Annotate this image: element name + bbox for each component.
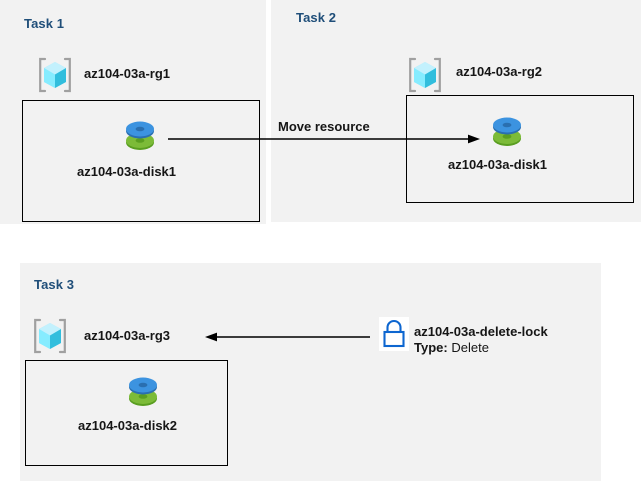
task1-disk-label: az104-03a-disk1 bbox=[77, 164, 177, 179]
task1-heading: Task 1 bbox=[24, 16, 65, 31]
task1-resource-box bbox=[22, 100, 260, 222]
task2-heading: Task 2 bbox=[296, 10, 337, 25]
task2-disk-label: az104-03a-disk1 bbox=[448, 157, 548, 172]
delete-lock-type-value: Delete bbox=[451, 340, 489, 355]
delete-lock-type: Type: Delete bbox=[414, 340, 489, 355]
task2-resource-group-label: az104-03a-rg2 bbox=[456, 64, 542, 79]
move-resource-arrow bbox=[168, 130, 480, 148]
task3-resource-group-label: az104-03a-rg3 bbox=[84, 328, 170, 343]
disk-icon bbox=[122, 116, 158, 156]
task1-resource-group-label: az104-03a-rg1 bbox=[84, 66, 170, 81]
task3-resource-box bbox=[25, 360, 228, 466]
move-resource-label: Move resource bbox=[278, 119, 370, 134]
resource-group-icon bbox=[36, 56, 74, 94]
delete-lock-label: az104-03a-delete-lock bbox=[414, 324, 548, 339]
task2-panel bbox=[271, 0, 641, 222]
padlock-icon bbox=[379, 317, 409, 351]
task2-resource-box bbox=[406, 95, 634, 203]
task3-panel bbox=[20, 263, 601, 481]
disk-icon bbox=[125, 372, 161, 412]
delete-lock-type-key: Type: bbox=[414, 340, 448, 355]
task3-heading: Task 3 bbox=[34, 277, 75, 292]
disk-icon bbox=[489, 112, 525, 152]
resource-group-icon bbox=[31, 317, 69, 355]
task1-panel bbox=[0, 0, 266, 224]
resource-group-icon bbox=[406, 56, 444, 94]
delete-lock-arrow bbox=[205, 328, 370, 346]
task3-disk-label: az104-03a-disk2 bbox=[78, 418, 178, 433]
